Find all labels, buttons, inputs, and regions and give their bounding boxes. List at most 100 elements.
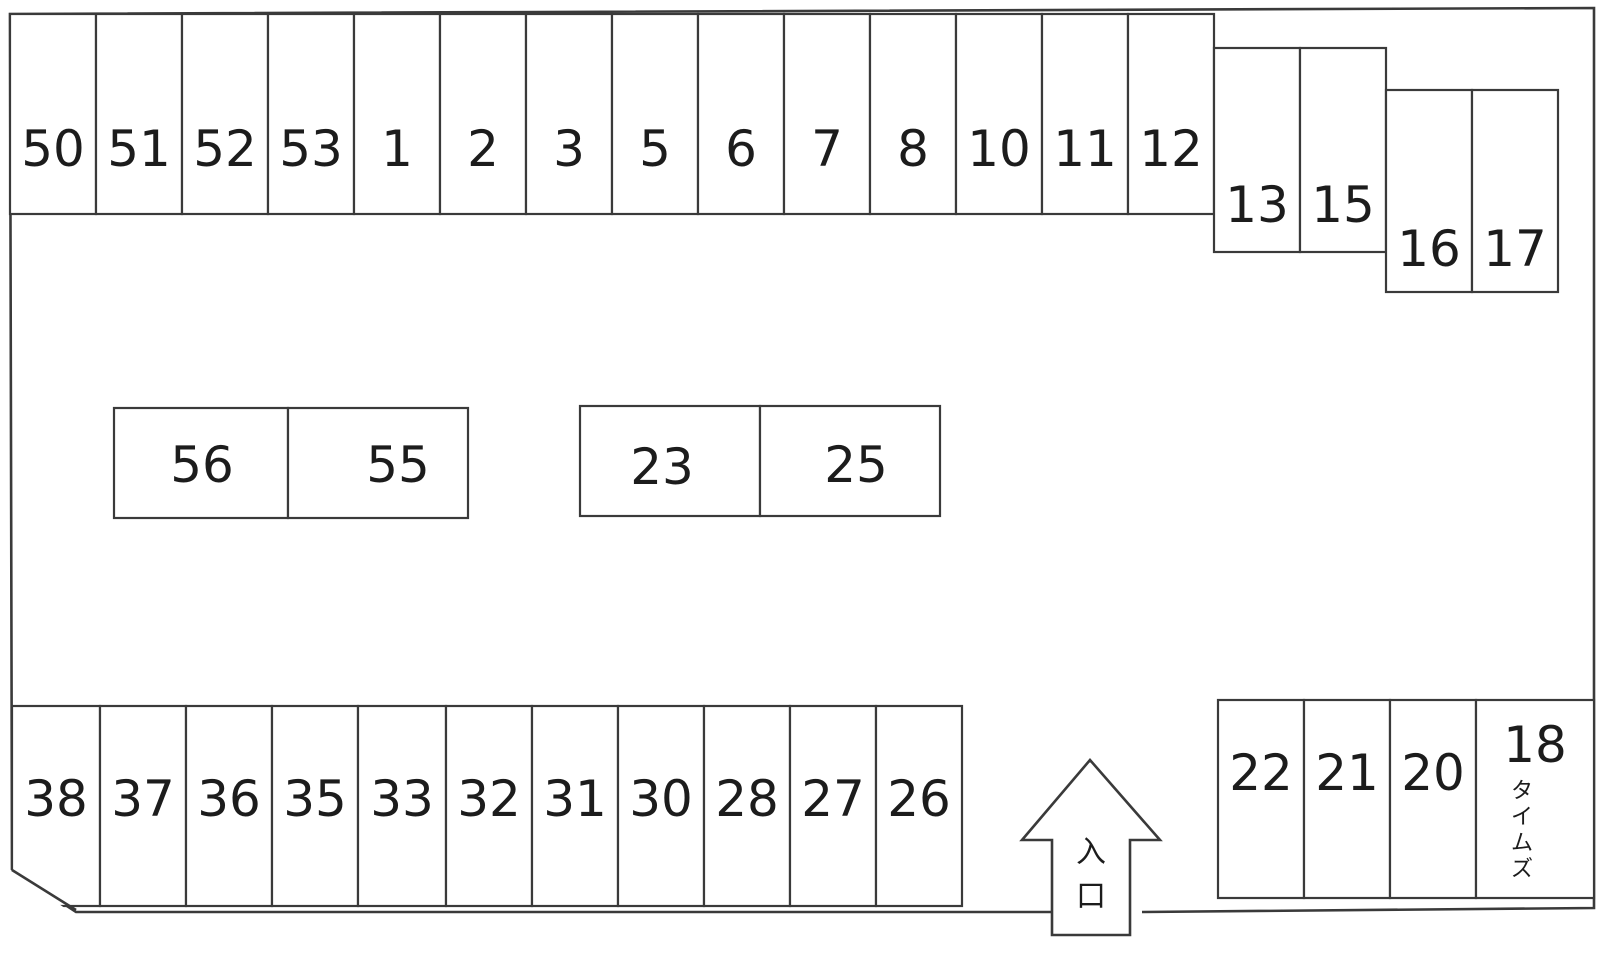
stall-box — [180, 12, 270, 216]
stall-number: 37 — [111, 770, 175, 828]
stall-box — [10, 704, 102, 908]
stall-number: 12 — [1139, 120, 1203, 178]
stall-35: 35 — [270, 704, 360, 908]
stall-box — [98, 704, 188, 908]
stall-box — [444, 704, 534, 908]
stall-20: 20 — [1388, 698, 1478, 900]
stall-number: 20 — [1401, 744, 1465, 802]
entrance-arrow: 入 口 — [1019, 758, 1163, 937]
stall-number: 35 — [283, 770, 347, 828]
stall-number: 36 — [197, 770, 261, 828]
stall-number: 10 — [967, 120, 1031, 178]
stall-box — [702, 704, 792, 908]
stall-1: 1 — [352, 12, 442, 216]
stall-number: 6 — [725, 120, 757, 178]
stall-box — [352, 12, 442, 216]
stall-number: 33 — [370, 770, 434, 828]
stall-5: 5 — [610, 12, 700, 216]
stall-number: 3 — [553, 120, 585, 178]
stall-number: 26 — [887, 770, 951, 828]
stall-27: 27 — [788, 704, 878, 908]
stall-3: 3 — [524, 12, 614, 216]
stall-box — [1216, 698, 1306, 900]
stall-36: 36 — [184, 704, 274, 908]
stall-box — [286, 406, 470, 520]
stall-box — [266, 12, 356, 216]
corner-cut-line — [11, 868, 77, 912]
stall-51: 51 — [94, 12, 184, 216]
stall-box — [874, 704, 964, 908]
stall-box — [610, 12, 700, 216]
stall-18: 18 — [1474, 698, 1596, 900]
stall-number: 7 — [811, 120, 843, 178]
stall-number: 55 — [366, 436, 430, 494]
stall-box — [1474, 698, 1596, 900]
stall-box — [184, 704, 274, 908]
stall-box — [356, 704, 448, 908]
stall-box — [954, 12, 1044, 216]
stall-number: 5 — [639, 120, 671, 178]
stall-box — [438, 12, 528, 216]
stall-23: 23 — [578, 404, 762, 518]
stall-box — [524, 12, 614, 216]
stall-number: 30 — [629, 770, 693, 828]
stall-38: 38 — [10, 704, 102, 908]
stall-2: 2 — [438, 12, 528, 216]
stall-number: 50 — [21, 120, 85, 178]
stall-number: 21 — [1315, 744, 1379, 802]
stall-32: 32 — [444, 704, 534, 908]
stall-number: 8 — [897, 120, 929, 178]
stall-13: 13 — [1212, 46, 1302, 254]
stall-number: 22 — [1229, 744, 1293, 802]
stall-18-note-char: ム — [1511, 831, 1533, 856]
stall-number: 11 — [1053, 120, 1117, 178]
stall-number: 23 — [630, 438, 694, 496]
stall-number: 17 — [1483, 220, 1547, 278]
stall-number: 51 — [107, 120, 171, 178]
stall-number: 1 — [381, 120, 413, 178]
stall-box — [696, 12, 786, 216]
stall-number: 25 — [824, 436, 888, 494]
stall-10: 10 — [954, 12, 1044, 216]
stall-box — [782, 12, 872, 216]
stall-56: 56 — [112, 406, 290, 520]
stall-8: 8 — [868, 12, 958, 216]
stall-6: 6 — [696, 12, 786, 216]
stall-box — [868, 12, 958, 216]
stall-17: 17 — [1470, 88, 1560, 294]
stall-50: 50 — [8, 12, 98, 216]
entrance-label-top: 入 — [1076, 835, 1106, 870]
stall-number: 28 — [715, 770, 779, 828]
stall-31: 31 — [530, 704, 620, 908]
stall-52: 52 — [180, 12, 270, 216]
entrance-label-bottom: 口 — [1076, 879, 1106, 914]
corner-cut — [8, 868, 76, 916]
stall-16: 16 — [1384, 88, 1474, 294]
stall-28: 28 — [702, 704, 792, 908]
stall-55: 55 — [286, 406, 470, 520]
stall-box — [1040, 12, 1130, 216]
stall-number: 56 — [170, 436, 234, 494]
stall-53: 53 — [266, 12, 356, 216]
stall-box — [758, 404, 942, 518]
stall-7: 7 — [782, 12, 872, 216]
stall-number: 38 — [24, 770, 88, 828]
stall-number: 15 — [1311, 176, 1375, 234]
stall-box — [530, 704, 620, 908]
stall-33: 33 — [356, 704, 448, 908]
stall-number: 32 — [457, 770, 521, 828]
stall-15: 15 — [1298, 46, 1388, 254]
stall-box — [1298, 46, 1388, 254]
stall-22: 22 — [1216, 698, 1306, 900]
stall-number: 18 — [1503, 716, 1567, 774]
stall-number: 16 — [1397, 220, 1461, 278]
stall-number: 13 — [1225, 176, 1289, 234]
stall-box — [94, 12, 184, 216]
stall-18-note-char: タ — [1511, 779, 1533, 804]
stall-37: 37 — [98, 704, 188, 908]
stall-21: 21 — [1302, 698, 1392, 900]
stall-12: 12 — [1126, 12, 1216, 216]
stall-number: 53 — [279, 120, 343, 178]
